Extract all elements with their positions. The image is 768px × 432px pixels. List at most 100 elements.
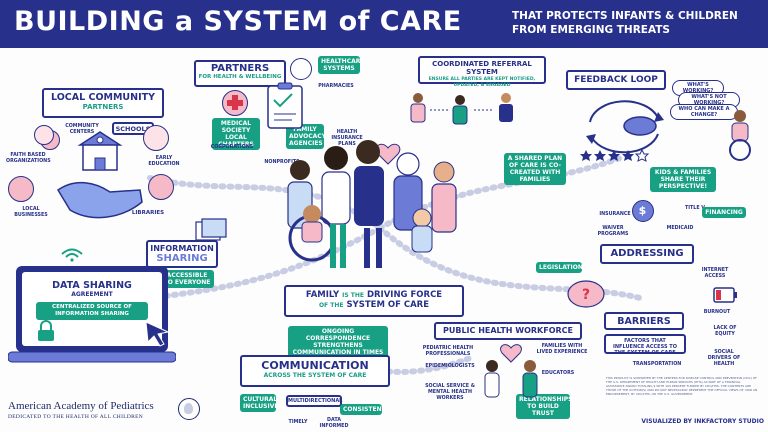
label-internet-access: INTERNET ACCESS	[701, 268, 729, 279]
tag-culturally-inclusive: CULTURALLY INCLUSIVE	[240, 394, 284, 412]
partners-heading: PARTNERS	[210, 63, 270, 74]
title-banner	[0, 0, 768, 48]
battery-low-icon	[713, 287, 737, 303]
partners-panel: PARTNERS FOR HEALTH & WELLBEING	[194, 60, 286, 87]
org-name: American Academy of Pediatrics	[8, 400, 154, 412]
tag-relationships-trust: RELATIONSHIPS TO BUILD TRUST	[516, 394, 572, 419]
referral-people-illustration	[410, 93, 513, 125]
church-icon	[34, 125, 54, 145]
label-timely: TIMELY	[288, 420, 308, 425]
communication-subheading: ACROSS THE SYSTEM OF CARE	[263, 372, 367, 379]
abc-blocks-icon	[143, 125, 169, 151]
barriers-factors: FACTORS THAT INFLUENCE ACCESS TO THE SYS…	[604, 334, 686, 356]
org-tagline: DEDICATED TO THE HEALTH OF ALL CHILDREN	[8, 414, 144, 420]
referral-heading: COORDINATED REFERRAL SYSTEM	[432, 60, 532, 76]
label-pharmacies: PHARMACIES	[318, 84, 354, 89]
public-health-heading: PUBLIC HEALTH WORKFORCE	[443, 326, 573, 335]
label-social-drivers: SOCIAL DRIVERS OF HEALTH	[707, 350, 741, 367]
feedback-heading: FEEDBACK LOOP	[574, 75, 658, 85]
label-early-education: EARLY EDUCATION	[148, 156, 180, 167]
label-libraries: LIBRARIES	[131, 210, 165, 216]
label-local-businesses: LOCAL BUSINESSES	[14, 207, 48, 218]
sharing-heading: SHARING	[156, 253, 208, 264]
communication-heading: COMMUNICATION	[261, 359, 369, 372]
data-sharing-subheading: AGREEMENT	[71, 291, 113, 298]
tag-kids-families-share: KIDS & FAMILIES SHARE THEIR PERSPECTIVE!	[650, 167, 716, 192]
label-medicaid: MEDICAID	[666, 226, 694, 231]
clipboard-icon	[267, 82, 303, 129]
hospital-icon	[290, 58, 312, 80]
page-title: BUILDING a SYSTEM of CARE	[14, 6, 462, 37]
storefront-icon	[8, 176, 34, 202]
label-transportation: TRANSPORTATION	[632, 362, 682, 367]
local-community-subheading: PARTNERS	[82, 103, 124, 111]
information-sharing-panel: INFORMATION SHARING	[146, 240, 218, 268]
disclaimer-text: THIS PRODUCT IS SUPPORTED BY THE CENTERS…	[606, 376, 758, 396]
heart-icon	[500, 344, 522, 363]
label-nonprofits: NONPROFITS	[264, 160, 300, 165]
local-community-heading: LOCAL COMMUNITY	[51, 92, 155, 103]
tag-multidirectional: MULTIDIRECTIONAL	[286, 395, 342, 407]
star-icon	[622, 150, 634, 161]
data-sharing-text: DATA SHARING AGREEMENT CENTRALIZED SOURC…	[24, 280, 160, 320]
aap-seal-logo	[178, 398, 200, 420]
label-health-insurance: HEALTH INSURANCE PLANS	[331, 130, 363, 147]
tag-consistent: CONSISTENT	[340, 404, 386, 415]
heart-icon	[375, 143, 401, 165]
svg-text:?: ?	[582, 287, 590, 303]
label-faith-organizations: FAITH BASED ORGANIZATIONS	[6, 153, 51, 164]
handshake-school-illustration	[56, 131, 143, 219]
star-icon	[608, 150, 620, 161]
label-title-v: TITLE V	[684, 206, 706, 211]
star-icon	[594, 150, 606, 161]
question-icon: ?	[567, 280, 605, 308]
cursor-icon	[145, 321, 170, 347]
label-lack-of-equity: LACK OF EQUITY	[713, 326, 737, 337]
bubble-who-can-change: WHO CAN MAKE A CHANGE?	[670, 104, 738, 120]
tag-legislation: LEGISLATION	[536, 262, 583, 273]
handshake-icon	[56, 181, 143, 219]
tag-accessible-to-everyone: ACCESSIBLE TO EVERYONE	[160, 270, 214, 288]
label-social-service-workers: SOCIAL SERVICE & MENTAL HEALTH WORKERS	[425, 384, 475, 401]
workforce-handshake-illustration	[484, 344, 538, 398]
label-epidemiologists: EPIDEMIOLOGISTS	[425, 364, 475, 369]
tag-medical-society: MEDICAL SOCIETY LOCAL CHAPTERS	[212, 118, 260, 150]
addressing-panel: ADDRESSING	[600, 244, 694, 264]
page-subtitle: THAT PROTECTS INFANTS & CHILDREN FROM EM…	[512, 10, 738, 36]
barriers-panel: BARRIERS	[604, 312, 684, 330]
label-data-informed: DATA INFORMED	[319, 418, 349, 429]
label-waiver-programs: WAIVER PROGRAMS	[597, 226, 629, 237]
label-burnout: BURNOUT	[703, 310, 731, 315]
referral-panel: COORDINATED REFERRAL SYSTEM ENSURE ALL P…	[418, 56, 546, 88]
family-system-of-care: SYSTEM OF CARE	[346, 300, 430, 310]
family-illustration	[287, 140, 457, 268]
family-of-the: OF THE	[318, 302, 344, 309]
credit-text: VISUALIZED BY INKFACTORY STUDIO	[641, 418, 764, 425]
dollar-shield-icon: $	[632, 200, 654, 222]
partners-subheading: FOR HEALTH & WELLBEING	[198, 74, 282, 80]
information-heading: INFORMATION	[150, 244, 214, 253]
communication-panel: COMMUNICATION ACROSS THE SYSTEM OF CARE	[240, 355, 390, 387]
tag-healthcare-systems: HEALTHCARE SYSTEMS	[318, 56, 364, 74]
label-insurance: INSURANCE	[599, 212, 631, 217]
family-driving-force: DRIVING FORCE	[366, 290, 443, 300]
tag-centralized-source: CENTRALIZED SOURCE OF INFORMATION SHARIN…	[36, 302, 148, 320]
tag-shared-plan: A SHARED PLAN OF CARE IS CO-CREATED WITH…	[504, 153, 566, 185]
referral-detail: ENSURE ALL PARTIES ARE KEPT NOTIFIED, UP…	[428, 77, 536, 88]
public-health-panel: PUBLIC HEALTH WORKFORCE	[434, 322, 582, 340]
family-is-the: IS THE	[342, 292, 364, 299]
wheelchair-user-illustration	[729, 110, 751, 161]
family-driving-force-panel: FAMILY IS THE DRIVING FORCE OF THE SYSTE…	[284, 285, 464, 317]
label-educators: EDUCATORS	[541, 371, 575, 376]
family-word: FAMILY	[305, 290, 340, 300]
data-sharing-heading: DATA SHARING	[52, 280, 132, 291]
star-icon	[580, 150, 592, 161]
first-aid-icon	[222, 90, 248, 116]
books-icon	[148, 174, 174, 200]
barriers-heading: BARRIERS	[617, 316, 671, 327]
feedback-panel: FEEDBACK LOOP	[566, 70, 666, 90]
tag-financing: FINANCING	[702, 207, 746, 218]
label-pediatric-professionals: PEDIATRIC HEALTH PROFESSIONALS	[422, 346, 474, 357]
wifi-icon	[61, 248, 83, 262]
label-families-lived-experience: FAMILIES WITH LIVED EXPERIENCE	[536, 344, 588, 355]
